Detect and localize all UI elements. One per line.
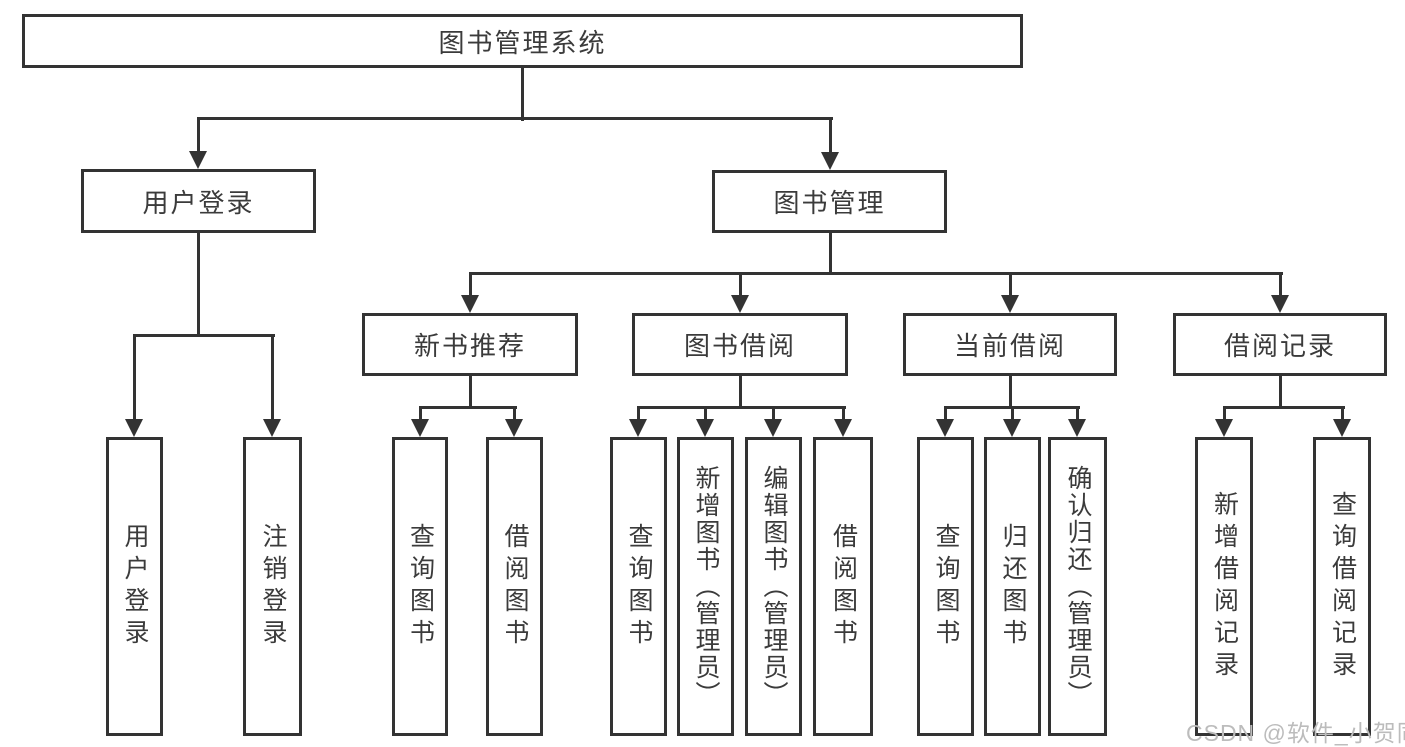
arrow-down-icon [125, 419, 143, 437]
node-root: 图书管理系统 [22, 14, 1023, 68]
connector-line [1223, 406, 1345, 409]
connector-arrow-shaft [469, 272, 472, 297]
connector-arrow-shaft [772, 406, 775, 421]
node-book-management: 图书管理 [712, 170, 947, 233]
arrow-down-icon [629, 419, 647, 437]
arrow-down-icon [821, 152, 839, 170]
arrow-down-icon [461, 295, 479, 313]
connector-line [829, 233, 832, 275]
connector-arrow-shaft [842, 406, 845, 421]
node-confirm-return-admin: 确认归还（管理员） [1048, 437, 1107, 736]
arrow-down-icon [1068, 419, 1086, 437]
arrow-down-icon [1003, 419, 1021, 437]
connector-line [469, 376, 472, 409]
connector-arrow-shaft [829, 117, 832, 154]
connector-arrow-shaft [944, 406, 947, 421]
connector-arrow-shaft [271, 334, 274, 421]
node-logout: 注销登录 [243, 437, 302, 736]
arrow-down-icon [1215, 419, 1233, 437]
connector-line [637, 406, 846, 409]
connector-arrow-shaft [637, 406, 640, 421]
arrow-down-icon [834, 419, 852, 437]
connector-arrow-shaft [739, 272, 742, 297]
connector-arrow-shaft [513, 406, 516, 421]
arrow-down-icon [263, 419, 281, 437]
node-new-book-recommend: 新书推荐 [362, 313, 578, 376]
connector-line [739, 376, 742, 409]
node-borrow-books-2: 借阅图书 [813, 437, 873, 736]
node-borrow-books-1: 借阅图书 [486, 437, 543, 736]
node-add-borrow-record: 新增借阅记录 [1195, 437, 1253, 736]
arrow-down-icon [189, 151, 207, 169]
node-query-books-1: 查询图书 [392, 437, 448, 736]
node-query-borrow-record: 查询借阅记录 [1313, 437, 1371, 736]
connector-arrow-shaft [419, 406, 422, 421]
arrow-down-icon [936, 419, 954, 437]
connector-arrow-shaft [1279, 272, 1282, 297]
connector-arrow-shaft [1076, 406, 1079, 421]
node-query-books-3: 查询图书 [917, 437, 974, 736]
connector-arrow-shaft [1011, 406, 1014, 421]
connector-arrow-shaft [133, 334, 136, 421]
node-query-books-2: 查询图书 [610, 437, 667, 736]
arrow-down-icon [1333, 419, 1351, 437]
connector-arrow-shaft [704, 406, 707, 421]
node-edit-books-admin: 编辑图书（管理员） [745, 437, 802, 736]
arrow-down-icon [1001, 295, 1019, 313]
connector-line [197, 233, 200, 337]
connector-arrow-shaft [1009, 272, 1012, 297]
node-user-login-leaf: 用户登录 [106, 437, 163, 736]
connector-line [521, 68, 524, 121]
node-borrowing-records: 借阅记录 [1173, 313, 1387, 376]
node-add-books-admin: 新增图书（管理员） [677, 437, 734, 736]
connector-line [419, 406, 517, 409]
connector-arrow-shaft [1223, 406, 1226, 421]
node-current-borrowing: 当前借阅 [903, 313, 1117, 376]
arrow-down-icon [696, 419, 714, 437]
connector-arrow-shaft [197, 117, 200, 153]
node-return-books: 归还图书 [984, 437, 1041, 736]
connector-line [469, 272, 1283, 275]
connector-line [1009, 376, 1012, 409]
node-book-borrowing: 图书借阅 [632, 313, 848, 376]
node-user-login: 用户登录 [81, 169, 316, 233]
arrow-down-icon [411, 419, 429, 437]
arrow-down-icon [1271, 295, 1289, 313]
connector-line [133, 334, 275, 337]
connector-line [1279, 376, 1282, 409]
arrow-down-icon [505, 419, 523, 437]
arrow-down-icon [731, 295, 749, 313]
connector-line [197, 117, 833, 120]
arrow-down-icon [764, 419, 782, 437]
csdn-watermark: CSDN @软件_小贺同学 [1186, 720, 1405, 746]
connector-arrow-shaft [1341, 406, 1344, 421]
